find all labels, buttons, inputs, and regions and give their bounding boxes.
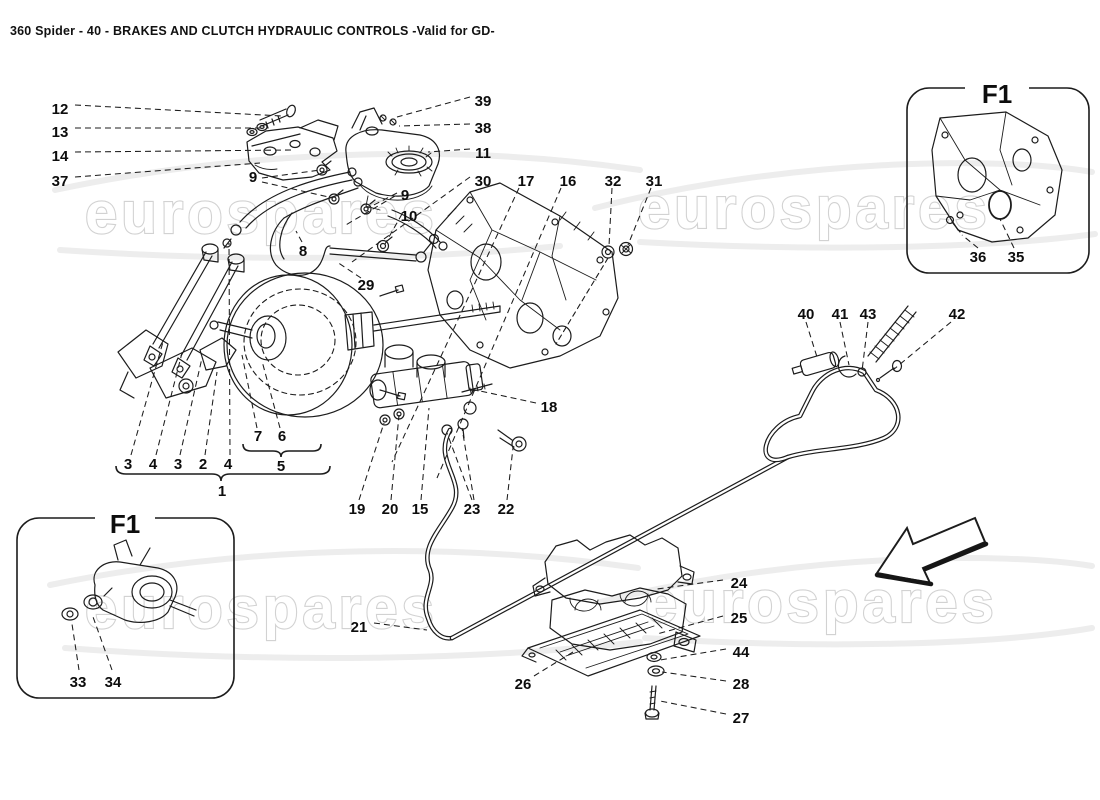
inset-f1-top-right: F1 (906, 79, 1090, 274)
leader-lines (71, 96, 1015, 715)
part-number-44-39: 44 (733, 644, 750, 661)
part-number-35-44: 35 (1008, 249, 1025, 266)
clutch-master-cylinder-sketch (61, 539, 197, 623)
part-number-37-3: 37 (52, 173, 69, 190)
part-number-1-25: 1 (218, 483, 226, 500)
part-number-22-30: 22 (498, 501, 515, 518)
part-number-24-37: 24 (731, 575, 748, 592)
direction-arrow (874, 516, 989, 587)
part-number-20-27: 20 (382, 501, 399, 518)
part-number-2-20: 2 (199, 456, 207, 473)
part-number-32-10: 32 (605, 173, 622, 190)
part-number-19-26: 19 (349, 501, 366, 518)
part-number-25-38: 25 (731, 610, 748, 627)
part-number-8-15: 8 (299, 243, 307, 260)
group-brace-1 (115, 465, 331, 482)
part-number-29-16: 29 (358, 277, 375, 294)
part-number-28-40: 28 (733, 676, 750, 693)
part-number-27-41: 27 (733, 710, 750, 727)
part-number-6-23: 6 (278, 428, 286, 445)
part-number-7-22: 7 (254, 428, 262, 445)
part-number-3-17: 3 (124, 456, 132, 473)
watermark-text: eurospares (85, 181, 438, 246)
gearbox-housing-sketch (931, 111, 1063, 243)
brake-booster (209, 272, 501, 418)
part-number-9-12: 9 (249, 169, 257, 186)
washers-31-32 (555, 241, 634, 345)
part-number-15-28: 15 (412, 501, 429, 518)
part-number-16-9: 16 (560, 173, 577, 190)
mounting-bracket-and-fasteners (246, 104, 339, 181)
inset-f1-bottom-left-label: F1 (110, 509, 140, 539)
part-number-39-4: 39 (475, 93, 492, 110)
pipe-clamp-assembly (521, 534, 701, 720)
part-number-11-6: 11 (475, 145, 491, 162)
brake-fluid-reservoir (345, 107, 441, 211)
part-number-33-45: 33 (70, 674, 87, 691)
part-number-36-43: 36 (970, 249, 987, 266)
watermark-band-bottom: eurospares eurospares (47, 548, 1095, 662)
watermark-band-top: eurospares eurospares (52, 150, 1098, 261)
part-number-26-42: 26 (515, 676, 532, 693)
part-number-43-34: 43 (860, 306, 877, 323)
part-number-21-36: 21 (351, 619, 368, 636)
engine-block-sketch (427, 182, 619, 369)
part-number-4-18: 4 (149, 456, 158, 473)
part-number-4-21: 4 (224, 456, 233, 473)
inset-f1-bottom-left: F1 (16, 509, 235, 699)
clutch-pipe-fittings (791, 305, 917, 383)
part-number-12-0: 12 (52, 101, 69, 118)
hose-clamp-icon (316, 160, 393, 253)
part-number-41-33: 41 (832, 306, 849, 323)
page-title: 360 Spider - 40 - BRAKES AND CLUTCH HYDR… (10, 24, 495, 38)
part-number-31-11: 31 (646, 173, 663, 190)
part-number-14-2: 14 (52, 148, 69, 165)
inset-f1-top-right-label: F1 (982, 79, 1012, 109)
part-number-42-35: 42 (949, 306, 966, 323)
part-number-9-13: 9 (401, 187, 409, 204)
part-number-34-46: 34 (105, 674, 122, 691)
clutch-pipe-run (423, 365, 901, 641)
part-number-23-29: 23 (464, 501, 481, 518)
part-number-30-7: 30 (475, 173, 492, 190)
part-number-38-5: 38 (475, 120, 492, 137)
watermark-text: eurospares (85, 576, 438, 641)
part-number-18-31: 18 (541, 399, 558, 416)
watermark-text: eurospares (638, 176, 991, 241)
part-number-5-24: 5 (277, 458, 285, 475)
part-number-10-14: 10 (401, 208, 418, 225)
watermark-text: eurospares (645, 570, 998, 635)
group-brace-5 (242, 443, 322, 458)
part-number-3-19: 3 (174, 456, 182, 473)
part-number-17-8: 17 (518, 173, 535, 190)
part-number-40-32: 40 (798, 306, 815, 323)
reservoir-hoses-and-clamps (222, 160, 448, 276)
part-number-13-1: 13 (52, 124, 69, 141)
pushrods-and-pedal-bracket (117, 243, 245, 399)
